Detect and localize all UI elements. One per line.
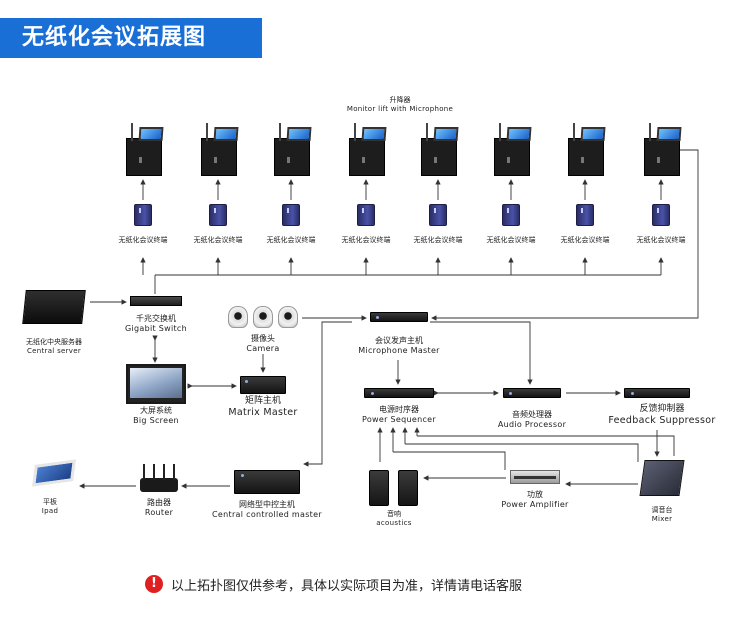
central-server-device — [22, 290, 86, 324]
terminal-label-4: 无纸化会议终端 — [341, 236, 391, 244]
paperless-terminal-device-1 — [134, 204, 152, 226]
terminal-label-8: 无纸化会议终端 — [636, 236, 686, 244]
terminal-label-6: 无纸化会议终端 — [486, 236, 536, 244]
big-screen-label: 大屏系统 Big Screen — [133, 406, 179, 425]
power-sequencer-label: 电源时序器 Power Sequencer — [362, 405, 436, 424]
terminal-label-7: 无纸化会议终端 — [560, 236, 610, 244]
monitor-lift-device-1 — [126, 123, 164, 176]
audio-processor-device — [503, 388, 561, 398]
microphone-master-label: 会议发声主机 Microphone Master — [358, 336, 440, 355]
wire-seq-mixer-2 — [417, 435, 675, 456]
central-server-label: 无纸化中央服务器 Central server — [26, 338, 82, 355]
disclaimer-note: ! 以上拓扑图仅供参考，具体以实际项目为准，详情请电话客服 — [145, 572, 522, 596]
power-amplifier-device — [510, 470, 560, 484]
monitor-lift-device-6 — [494, 123, 532, 176]
paperless-terminal-device-8 — [652, 204, 670, 226]
monitor-lift-device-2 — [201, 123, 239, 176]
monitor-lift-device-7 — [568, 123, 606, 176]
terminal-label-5: 无纸化会议终端 — [413, 236, 463, 244]
power-sequencer-device — [364, 388, 434, 398]
paperless-terminal-device-2 — [209, 204, 227, 226]
ipad-label: 平板 Ipad — [41, 498, 59, 515]
router-label: 路由器 Router — [144, 498, 174, 517]
router-device — [140, 464, 178, 492]
warning-icon: ! — [145, 575, 163, 593]
wire-seq-amp — [393, 451, 506, 470]
wire-mic-to-audio — [430, 321, 533, 385]
camera-label: 摄像头 Camera — [246, 334, 280, 353]
central-controlled-device — [234, 470, 300, 494]
paperless-terminal-device-5 — [429, 204, 447, 226]
camera-device-2 — [253, 306, 273, 328]
wire-lifts-to-mic-master — [431, 149, 699, 321]
paperless-terminal-device-6 — [502, 204, 520, 226]
monitor-lift-device-4 — [349, 123, 387, 176]
mixer-label: 调音台 Mixer — [651, 506, 673, 523]
big-screen-device — [126, 364, 186, 404]
lift-header-label: 升降器 Monitor lift with Microphone — [346, 96, 454, 113]
matrix-master-device — [240, 376, 286, 394]
terminal-label-3: 无纸化会议终端 — [266, 236, 316, 244]
gigabit-switch-device — [130, 296, 182, 306]
audio-processor-label: 音频处理器 Audio Processor — [497, 410, 567, 429]
matrix-master-label: 矩阵主机 Matrix Master — [228, 396, 298, 418]
terminal-label-1: 无纸化会议终端 — [118, 236, 168, 244]
paperless-terminal-device-3 — [282, 204, 300, 226]
wire-seq-mixer — [405, 443, 639, 462]
monitor-lift-device-3 — [274, 123, 312, 176]
terminal-label-2: 无纸化会议终端 — [193, 236, 243, 244]
mixer-device — [639, 460, 685, 496]
monitor-lift-device-5 — [421, 123, 459, 176]
feedback-suppressor-label: 反馈抑制器 Feedback Suppressor — [608, 404, 716, 426]
paperless-terminal-device-4 — [357, 204, 375, 226]
page-title: 无纸化会议拓展图 — [0, 18, 262, 58]
disclaimer-text: 以上拓扑图仅供参考，具体以实际项目为准，详情请电话客服 — [171, 578, 523, 594]
speaker-device-2 — [398, 470, 418, 506]
camera-device-1 — [228, 306, 248, 328]
wire-mic-to-central-ctrl — [303, 321, 352, 467]
acoustics-label: 音响 acoustics — [376, 510, 412, 527]
speaker-device-1 — [369, 470, 389, 506]
camera-device-3 — [278, 306, 298, 328]
power-amplifier-label: 功放 Power Amplifier — [501, 490, 569, 509]
monitor-lift-device-8 — [644, 123, 682, 176]
paperless-terminal-device-7 — [576, 204, 594, 226]
gigabit-switch-label: 千兆交换机 Gigabit Switch — [124, 314, 188, 333]
central-controlled-label: 网络型中控主机 Central controlled master — [212, 500, 322, 519]
microphone-master-device — [370, 312, 428, 322]
feedback-suppressor-device — [624, 388, 690, 398]
